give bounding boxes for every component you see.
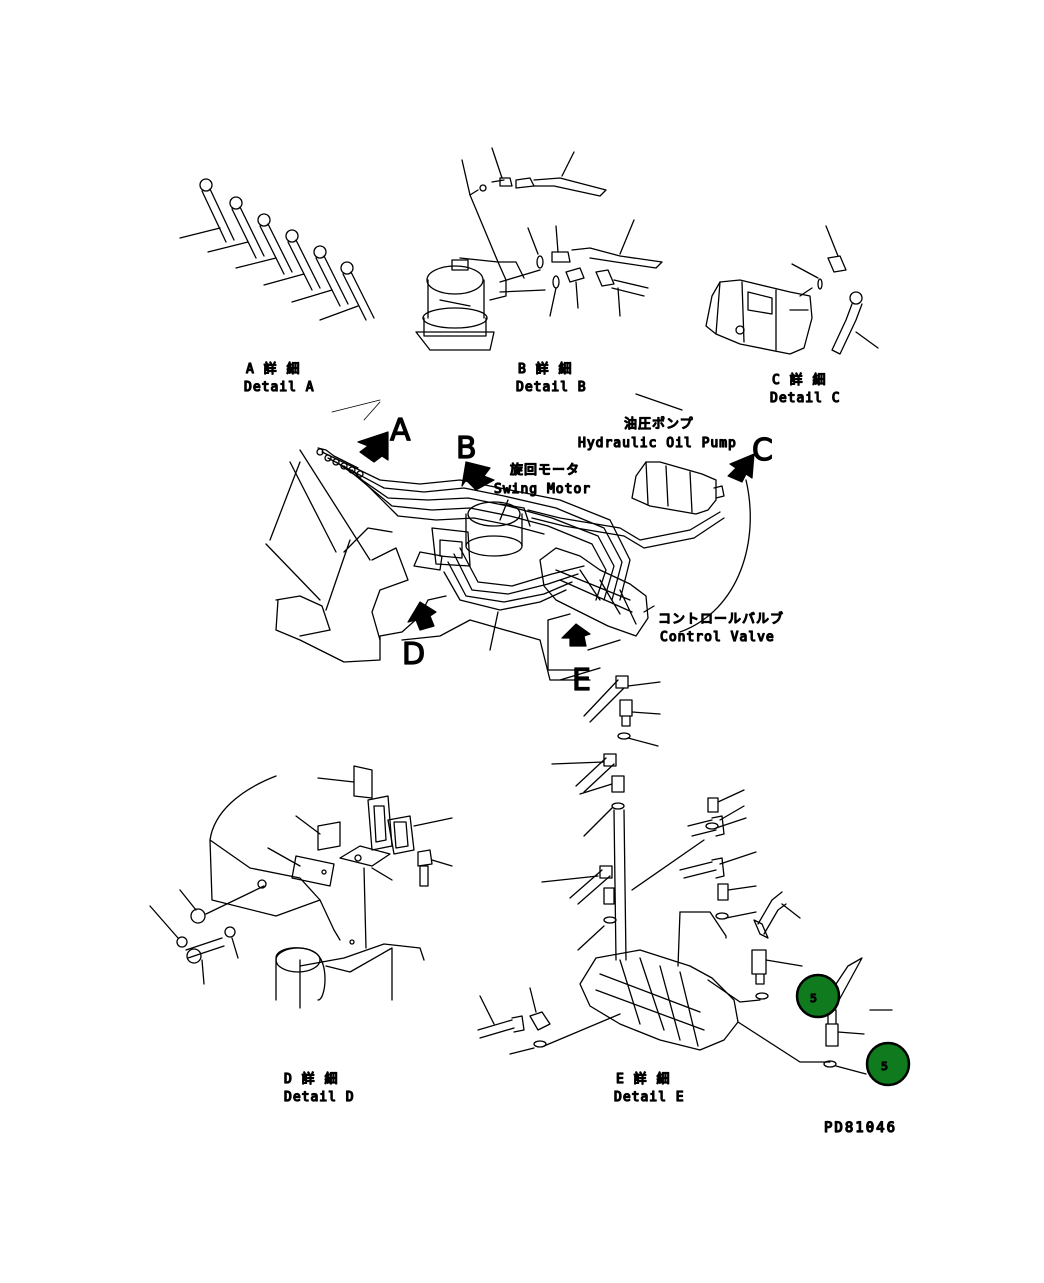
detail-a-hoses [179, 178, 375, 321]
view-letter-c: C [752, 433, 773, 468]
view-arrows [331, 399, 755, 647]
hose-2 [207, 196, 265, 259]
view-letter-b: B [456, 431, 477, 466]
swing-motor-label-jp: 旋回モータ [510, 463, 580, 478]
detail-c-jp: C 詳 細 [772, 372, 826, 388]
part-badge-2[interactable]: 5 [865, 1041, 911, 1087]
view-letter-e: E [572, 663, 591, 698]
detail-d-brackets [149, 765, 453, 1009]
detail-e-jp: E 詳 細 [616, 1071, 670, 1087]
swing-motor-label-en: Swing Motor [494, 482, 591, 497]
control-valve-label-jp: コントロールバルブ [658, 611, 784, 627]
detail-d-jp: D 詳 細 [284, 1071, 338, 1087]
part-badge-1[interactable]: 5 [795, 973, 841, 1019]
part-badge-2-label: 5 [881, 1060, 888, 1073]
hose-3 [235, 213, 293, 275]
arrow-d [407, 601, 437, 631]
part-badge-1-label: 5 [810, 992, 817, 1005]
detail-b-jp: B 詳 細 [518, 361, 572, 377]
hose-4 [263, 229, 321, 291]
arrow-a [357, 431, 389, 463]
hose-ends-a [316, 448, 364, 478]
main-assembly [265, 393, 751, 681]
detail-e-en: Detail E [614, 1090, 685, 1105]
view-letter-a: A [390, 413, 411, 448]
control-valve-label-en: Control Valve [660, 630, 775, 645]
hose-6 [319, 261, 375, 321]
view-letter-d: D [402, 637, 425, 672]
detail-c-en: Detail C [770, 391, 841, 406]
detail-d-en: Detail D [284, 1090, 355, 1105]
hose-1 [179, 178, 235, 243]
arrow-e [561, 623, 591, 647]
drawing-code: PD81046 [824, 1120, 897, 1136]
detail-b-swing-motor [415, 147, 663, 351]
detail-c-pump [705, 225, 879, 355]
detail-a-en: Detail A [244, 380, 315, 395]
arrow-b [461, 461, 495, 491]
detail-b-en: Detail B [516, 380, 587, 395]
pump-label-jp: 油圧ポンプ [624, 417, 694, 432]
detail-a-jp: A 詳 細 [246, 361, 300, 377]
hose-5 [291, 245, 349, 307]
pump-label-en: Hydraulic Oil Pump [578, 436, 737, 451]
arrow-c [727, 453, 755, 483]
